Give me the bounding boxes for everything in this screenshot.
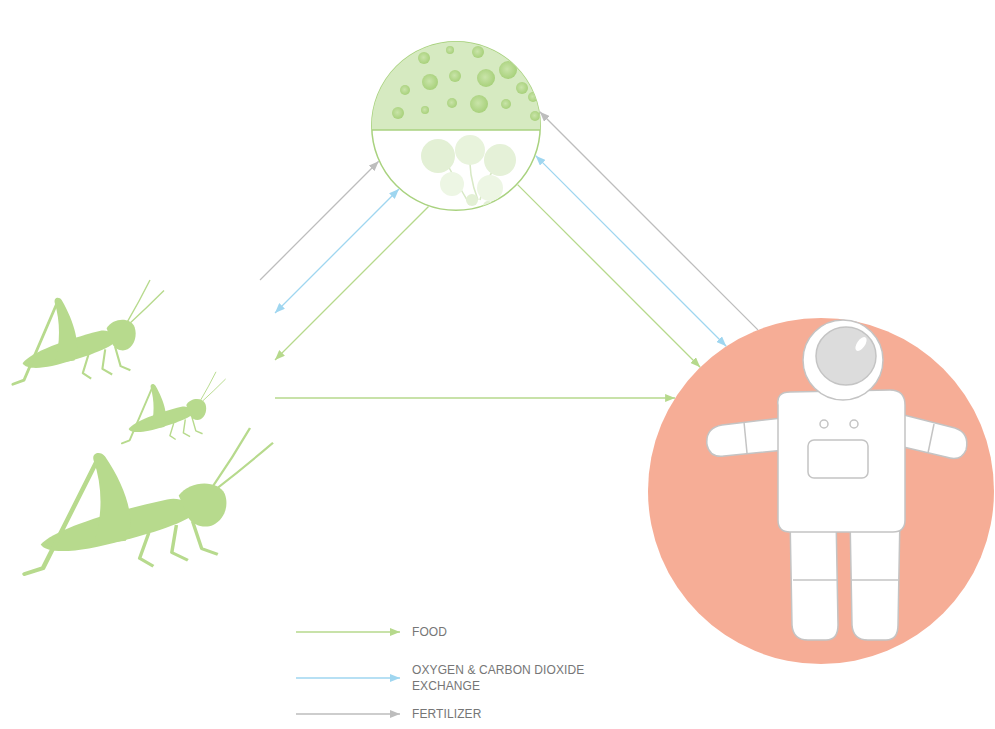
flow-arrow bbox=[275, 189, 399, 313]
legend-line-sample bbox=[296, 631, 400, 632]
plant-leaf bbox=[466, 194, 478, 206]
flow-arrow bbox=[275, 397, 675, 398]
legend-line-sample bbox=[296, 713, 400, 714]
flow-arrow bbox=[260, 161, 379, 280]
algae-cell bbox=[499, 61, 517, 79]
plant-leaf bbox=[455, 135, 485, 165]
legend-line-sample bbox=[296, 677, 400, 678]
legend-label: FERTILIZER bbox=[412, 706, 597, 722]
suit-button bbox=[820, 420, 828, 428]
plant-leaf bbox=[483, 201, 493, 211]
grasshopper-group bbox=[10, 280, 275, 575]
algae-cell bbox=[470, 95, 488, 113]
plant-stem bbox=[480, 160, 500, 200]
knee-seam bbox=[793, 579, 837, 581]
grasshopper-silhouette bbox=[13, 280, 164, 384]
sleeve-seam bbox=[744, 422, 747, 453]
astronaut-circle bbox=[648, 318, 994, 664]
algae-cell bbox=[421, 106, 429, 114]
astronaut-torso bbox=[778, 390, 905, 532]
flow-arrow bbox=[518, 185, 701, 368]
node-outline bbox=[371, 41, 541, 211]
plant-leaf bbox=[477, 175, 503, 201]
algae-cell bbox=[472, 46, 484, 58]
chest-panel bbox=[808, 440, 868, 478]
algae-cell bbox=[530, 111, 540, 121]
algae-cell bbox=[400, 85, 410, 95]
visor-highlight bbox=[853, 335, 869, 353]
astronaut-leg bbox=[790, 515, 838, 640]
astronaut-arm bbox=[895, 414, 967, 458]
plant-stem bbox=[470, 148, 478, 200]
algae-cell bbox=[449, 70, 461, 82]
legend-label: OXYGEN & CARBON DIOXIDE EXCHANGE bbox=[412, 662, 597, 694]
algae-cell bbox=[477, 69, 495, 87]
plant-leaf bbox=[421, 139, 455, 173]
helmet-visor bbox=[816, 327, 876, 385]
node-circle bbox=[372, 42, 541, 211]
algae-cell bbox=[528, 92, 538, 102]
algae-cells bbox=[392, 46, 540, 121]
astronaut-illustration bbox=[707, 320, 967, 640]
plant-leaf bbox=[484, 144, 516, 176]
algae-cell bbox=[501, 99, 511, 109]
algae-cell bbox=[392, 107, 404, 119]
suit-button bbox=[850, 420, 858, 428]
legend-sample bbox=[296, 709, 400, 719]
grasshopper-silhouette bbox=[122, 372, 226, 444]
algae-cell bbox=[418, 52, 430, 64]
algae-plant-illustration bbox=[370, 40, 542, 211]
algae-cell bbox=[422, 74, 438, 90]
divider-line bbox=[370, 129, 542, 131]
plant-leaves bbox=[421, 135, 516, 211]
algae-culture bbox=[370, 40, 542, 130]
algae-cell bbox=[447, 98, 457, 108]
legend-sample bbox=[296, 673, 400, 683]
algae-plant-circle bbox=[371, 41, 541, 211]
algae-cell bbox=[516, 82, 528, 94]
node-circle bbox=[648, 318, 994, 664]
algae-cell bbox=[446, 46, 454, 54]
astronaut-arm bbox=[707, 418, 785, 456]
node-outline bbox=[648, 318, 994, 664]
legend-sample bbox=[296, 627, 400, 637]
plant-stem bbox=[440, 150, 470, 205]
legend-label: FOOD bbox=[412, 624, 597, 640]
flow-arrow bbox=[536, 156, 727, 347]
sleeve-seam bbox=[928, 424, 934, 453]
grasshopper-silhouette bbox=[25, 428, 273, 574]
astronaut-helmet bbox=[803, 320, 883, 400]
flow-arrow bbox=[540, 112, 758, 330]
plant-leaf bbox=[440, 172, 464, 196]
knee-seam bbox=[852, 579, 898, 581]
flow-arrow bbox=[275, 206, 429, 360]
astronaut-leg bbox=[850, 515, 900, 640]
